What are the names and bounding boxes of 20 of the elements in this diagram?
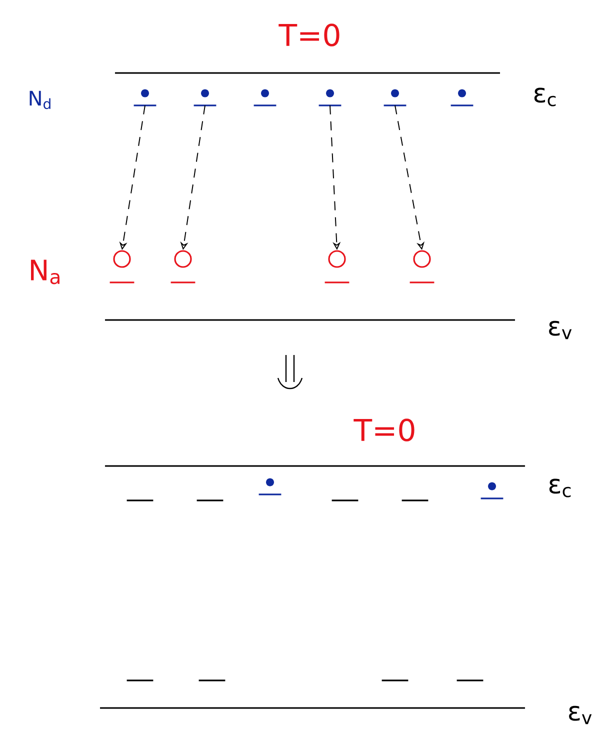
temperature-label: T=0 <box>278 24 340 46</box>
hole-level <box>410 250 434 284</box>
hole-level <box>170 250 196 284</box>
temperature-label: T=0 <box>354 418 414 442</box>
hole-level <box>110 250 134 284</box>
electron-level <box>384 89 406 106</box>
band-label: ε$_{c}$ <box>549 478 571 498</box>
acceptor-label: N$_{a}$ <box>31 260 60 284</box>
electron-level <box>134 89 156 106</box>
electron-level <box>194 89 216 106</box>
electron-level <box>480 482 504 500</box>
band-label: ε$_{v}$ <box>569 706 592 724</box>
donor-label: N$_{d}$ <box>30 90 50 110</box>
band-label: ε$_{v}$ <box>549 320 572 340</box>
electron-level <box>318 89 342 106</box>
electron-level <box>258 478 282 496</box>
hole-level <box>324 250 350 284</box>
electron-level <box>450 89 474 106</box>
band-label: ε$_{c}$ <box>534 88 556 106</box>
electron-level <box>254 89 276 106</box>
